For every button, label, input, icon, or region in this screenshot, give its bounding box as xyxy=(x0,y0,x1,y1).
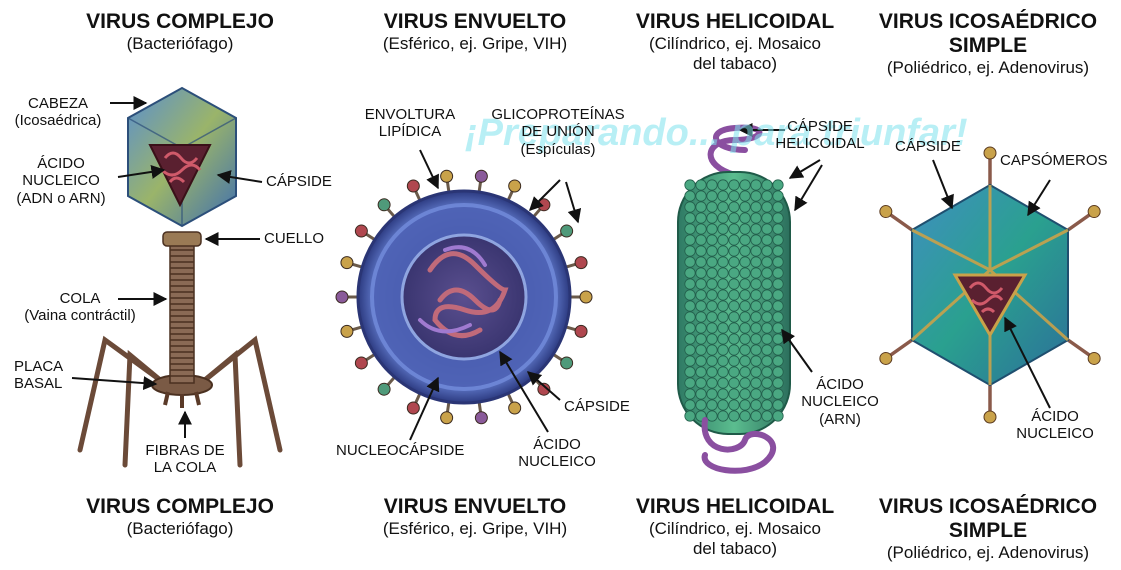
enveloped-virus-illustration xyxy=(336,170,592,424)
label-neck: CUELLO xyxy=(264,230,324,247)
panel3-title-bottom: VIRUS HELICOIDAL xyxy=(615,495,855,519)
label-head: CABEZA (Icosaédrica) xyxy=(8,95,108,130)
panel4-title-bottom: VIRUS ICOSAÉDRICO SIMPLE xyxy=(855,495,1121,543)
panel1-title: VIRUS COMPLEJO xyxy=(30,10,330,34)
label-capsid-phage: CÁPSIDE xyxy=(266,173,332,190)
label-capsomeres: CAPSÓMEROS xyxy=(1000,152,1108,169)
panel3-subtitle-bottom: (Cilíndrico, ej. Mosaico del tabaco) xyxy=(615,519,855,558)
bacteriophage-illustration xyxy=(80,88,280,465)
panel3-header-bottom: VIRUS HELICOIDAL (Cilíndrico, ej. Mosaic… xyxy=(615,495,855,558)
panel2-title: VIRUS ENVUELTO xyxy=(330,10,620,34)
label-nucleic-acid-phage: ÁCIDO NUCLEICO (ADN o ARN) xyxy=(6,155,116,207)
label-lipid-envelope: ENVOLTURA LIPÍDICA xyxy=(355,106,465,141)
label-nucleic-acid-enveloped: ÁCIDO NUCLEICO xyxy=(512,436,602,471)
panel4-subtitle-bottom: (Poliédrico, ej. Adenovirus) xyxy=(855,543,1121,563)
label-capsid-enveloped: CÁPSIDE xyxy=(564,398,630,415)
panel1-header-top: VIRUS COMPLEJO (Bacteriófago) xyxy=(30,10,330,54)
label-nucleocapsid: NUCLEOCÁPSIDE xyxy=(336,442,464,459)
panel2-subtitle: (Esférico, ej. Gripe, VIH) xyxy=(330,34,620,54)
panel4-header-bottom: VIRUS ICOSAÉDRICO SIMPLE (Poliédrico, ej… xyxy=(855,495,1121,563)
panel2-title-bottom: VIRUS ENVUELTO xyxy=(330,495,620,519)
label-helical-capsid: CÁPSIDE HELICOIDAL xyxy=(765,118,875,153)
label-glycoproteins: GLICOPROTEÍNAS DE UNIÓN (Espículas) xyxy=(478,106,638,158)
panel1-subtitle: (Bacteriófago) xyxy=(30,34,330,54)
icosahedral-virus-illustration xyxy=(880,147,1100,423)
label-capsid-icosa: CÁPSIDE xyxy=(895,138,961,155)
panel3-title: VIRUS HELICOIDAL xyxy=(615,10,855,34)
label-tail-fibers: FIBRAS DE LA COLA xyxy=(130,442,240,477)
panel2-subtitle-bottom: (Esférico, ej. Gripe, VIH) xyxy=(330,519,620,539)
label-nucleic-acid-helical: ÁCIDO NUCLEICO (ARN) xyxy=(790,376,890,428)
panel2-header-top: VIRUS ENVUELTO (Esférico, ej. Gripe, VIH… xyxy=(330,10,620,54)
panel4-subtitle: (Poliédrico, ej. Adenovirus) xyxy=(855,58,1121,78)
panel3-header-top: VIRUS HELICOIDAL (Cilíndrico, ej. Mosaic… xyxy=(615,10,855,73)
panel2-header-bottom: VIRUS ENVUELTO (Esférico, ej. Gripe, VIH… xyxy=(330,495,620,539)
helical-virus-illustration xyxy=(678,128,790,471)
panel4-title: VIRUS ICOSAÉDRICO SIMPLE xyxy=(855,10,1121,58)
panel1-title-bottom: VIRUS COMPLEJO xyxy=(30,495,330,519)
label-base-plate: PLACA BASAL xyxy=(14,358,63,393)
panel4-header-top: VIRUS ICOSAÉDRICO SIMPLE (Poliédrico, ej… xyxy=(855,10,1121,78)
label-nucleic-acid-icosa: ÁCIDO NUCLEICO xyxy=(1005,408,1105,443)
panel1-header-bottom: VIRUS COMPLEJO (Bacteriófago) xyxy=(30,495,330,539)
panel3-subtitle: (Cilíndrico, ej. Mosaico del tabaco) xyxy=(615,34,855,73)
panel1-subtitle-bottom: (Bacteriófago) xyxy=(30,519,330,539)
label-tail: COLA (Vaina contráctil) xyxy=(5,290,155,325)
